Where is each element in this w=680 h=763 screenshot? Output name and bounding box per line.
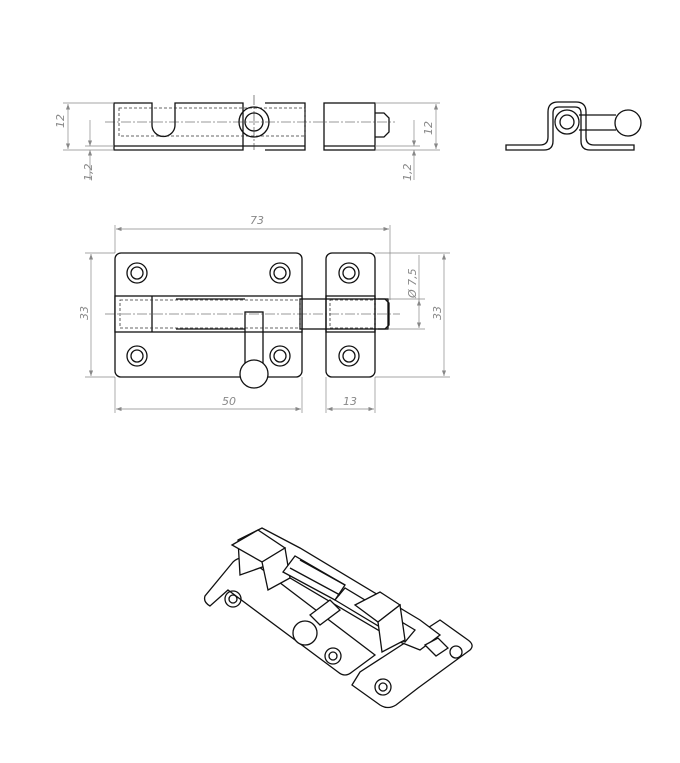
dim-top-height-left: 12: [54, 114, 67, 128]
isometric-view: [203, 527, 473, 709]
dim-height-right: 33: [431, 306, 444, 320]
top-view: 12 1,2 12 1,2: [54, 95, 440, 181]
dim-top-height-right: 12: [422, 121, 435, 135]
dim-overall-length: 73: [250, 214, 264, 227]
dim-bolt-diameter: Ø 7,5: [406, 268, 419, 299]
dim-strike-length: 13: [343, 395, 357, 408]
front-view: 73 33 33 Ø 7,5 50 13: [78, 214, 450, 413]
dim-height-left: 33: [78, 306, 91, 320]
dim-top-thickness-left: 1,2: [82, 164, 95, 182]
dim-plate-length: 50: [222, 395, 236, 408]
side-view: [505, 101, 642, 151]
dim-top-thickness-right: 1,2: [401, 164, 414, 182]
screw-holes: [126, 262, 360, 367]
